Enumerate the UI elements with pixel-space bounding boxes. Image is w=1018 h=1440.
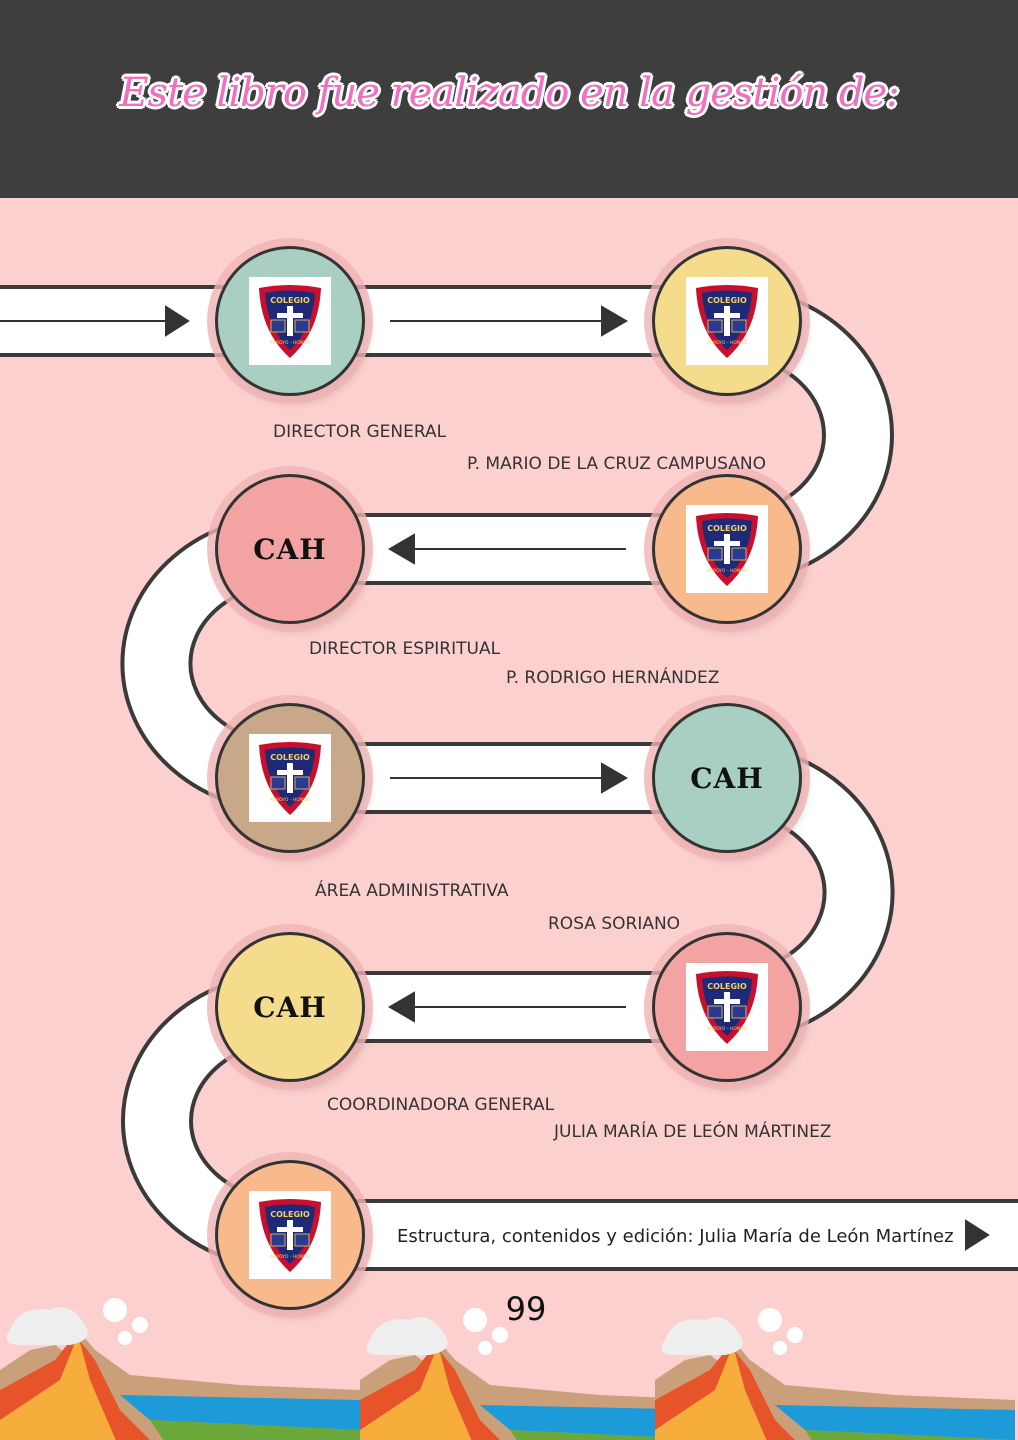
school-crest-icon: COLEGIO ARROYO - HONDO xyxy=(696,971,758,1044)
arrow-right-icon xyxy=(965,1219,990,1251)
role-label: DIRECTOR ESPIRITUAL xyxy=(309,639,501,659)
svg-text:ARROYO - HONDO: ARROYO - HONDO xyxy=(270,1254,311,1260)
logo-text: COLEGIO xyxy=(270,296,310,305)
arrow-right-icon xyxy=(0,305,190,337)
svg-text:ARROYO - HONDO: ARROYO - HONDO xyxy=(270,340,311,346)
svg-text:ARROYO - HONDO: ARROYO - HONDO xyxy=(707,1026,748,1032)
school-crest-icon: COLEGIO ARROYO - HONDO xyxy=(259,1199,321,1272)
roadmap-node: COLEGIO ARROYO - HONDO xyxy=(652,932,802,1082)
svg-text:ARROYO - HONDO: ARROYO - HONDO xyxy=(707,340,748,346)
roadmap-node: COLEGIO ARROYO - HONDO xyxy=(215,1160,365,1310)
school-crest-icon: COLEGIO ARROYO - HONDO xyxy=(696,513,758,586)
arrow-left-icon xyxy=(388,991,626,1023)
logo-text: COLEGIO xyxy=(270,1210,310,1219)
credit-text: Estructura, contenidos y edición: Julia … xyxy=(397,1226,954,1247)
school-logo: COLEGIO ARROYO - HONDO xyxy=(686,963,768,1051)
roadmap-node: CAH xyxy=(652,703,802,853)
cah-text: CAH xyxy=(690,761,764,795)
svg-text:ARROYO - HONDO: ARROYO - HONDO xyxy=(707,568,748,574)
role-label: COORDINADORA GENERAL xyxy=(327,1095,555,1115)
person-name: JULIA MARÍA DE LEÓN MÁRTINEZ xyxy=(554,1122,832,1142)
person-name: P. RODRIGO HERNÁNDEZ xyxy=(506,668,720,688)
arrow-left-icon xyxy=(388,533,626,565)
page-number: 99 xyxy=(505,1290,547,1328)
school-crest-icon: COLEGIO ARROYO - HONDO xyxy=(259,285,321,358)
school-logo: COLEGIO ARROYO - HONDO xyxy=(249,277,331,365)
logo-text: COLEGIO xyxy=(270,753,310,762)
roadmap-node: COLEGIO ARROYO - HONDO xyxy=(652,474,802,624)
roadmap-node: COLEGIO ARROYO - HONDO xyxy=(215,246,365,396)
cah-text: CAH xyxy=(253,532,327,566)
school-logo: COLEGIO ARROYO - HONDO xyxy=(249,734,331,822)
person-name: P. MARIO DE LA CRUZ CAMPUSANO xyxy=(467,454,767,474)
logo-text: COLEGIO xyxy=(707,524,747,533)
cah-text: CAH xyxy=(253,990,327,1024)
page-title: Este libro fue realizado en la gestión d… xyxy=(119,70,899,116)
roadmap-node: CAH xyxy=(215,932,365,1082)
school-crest-icon: COLEGIO ARROYO - HONDO xyxy=(696,285,758,358)
person-name: ROSA SORIANO xyxy=(548,914,681,934)
header-band xyxy=(0,0,1018,198)
arrow-right-icon xyxy=(390,305,628,337)
school-logo: COLEGIO ARROYO - HONDO xyxy=(686,505,768,593)
school-logo: COLEGIO ARROYO - HONDO xyxy=(686,277,768,365)
school-crest-icon: COLEGIO ARROYO - HONDO xyxy=(259,742,321,815)
logo-text: COLEGIO xyxy=(707,296,747,305)
roadmap-node: COLEGIO ARROYO - HONDO xyxy=(652,246,802,396)
school-logo: COLEGIO ARROYO - HONDO xyxy=(249,1191,331,1279)
roadmap-node: CAH xyxy=(215,474,365,624)
role-label: ÁREA ADMINISTRATIVA xyxy=(315,881,509,901)
arrow-right-icon xyxy=(390,762,628,794)
svg-text:ARROYO - HONDO: ARROYO - HONDO xyxy=(270,797,311,803)
role-label: DIRECTOR GENERAL xyxy=(273,422,447,442)
roadmap-node: COLEGIO ARROYO - HONDO xyxy=(215,703,365,853)
logo-text: COLEGIO xyxy=(707,982,747,991)
